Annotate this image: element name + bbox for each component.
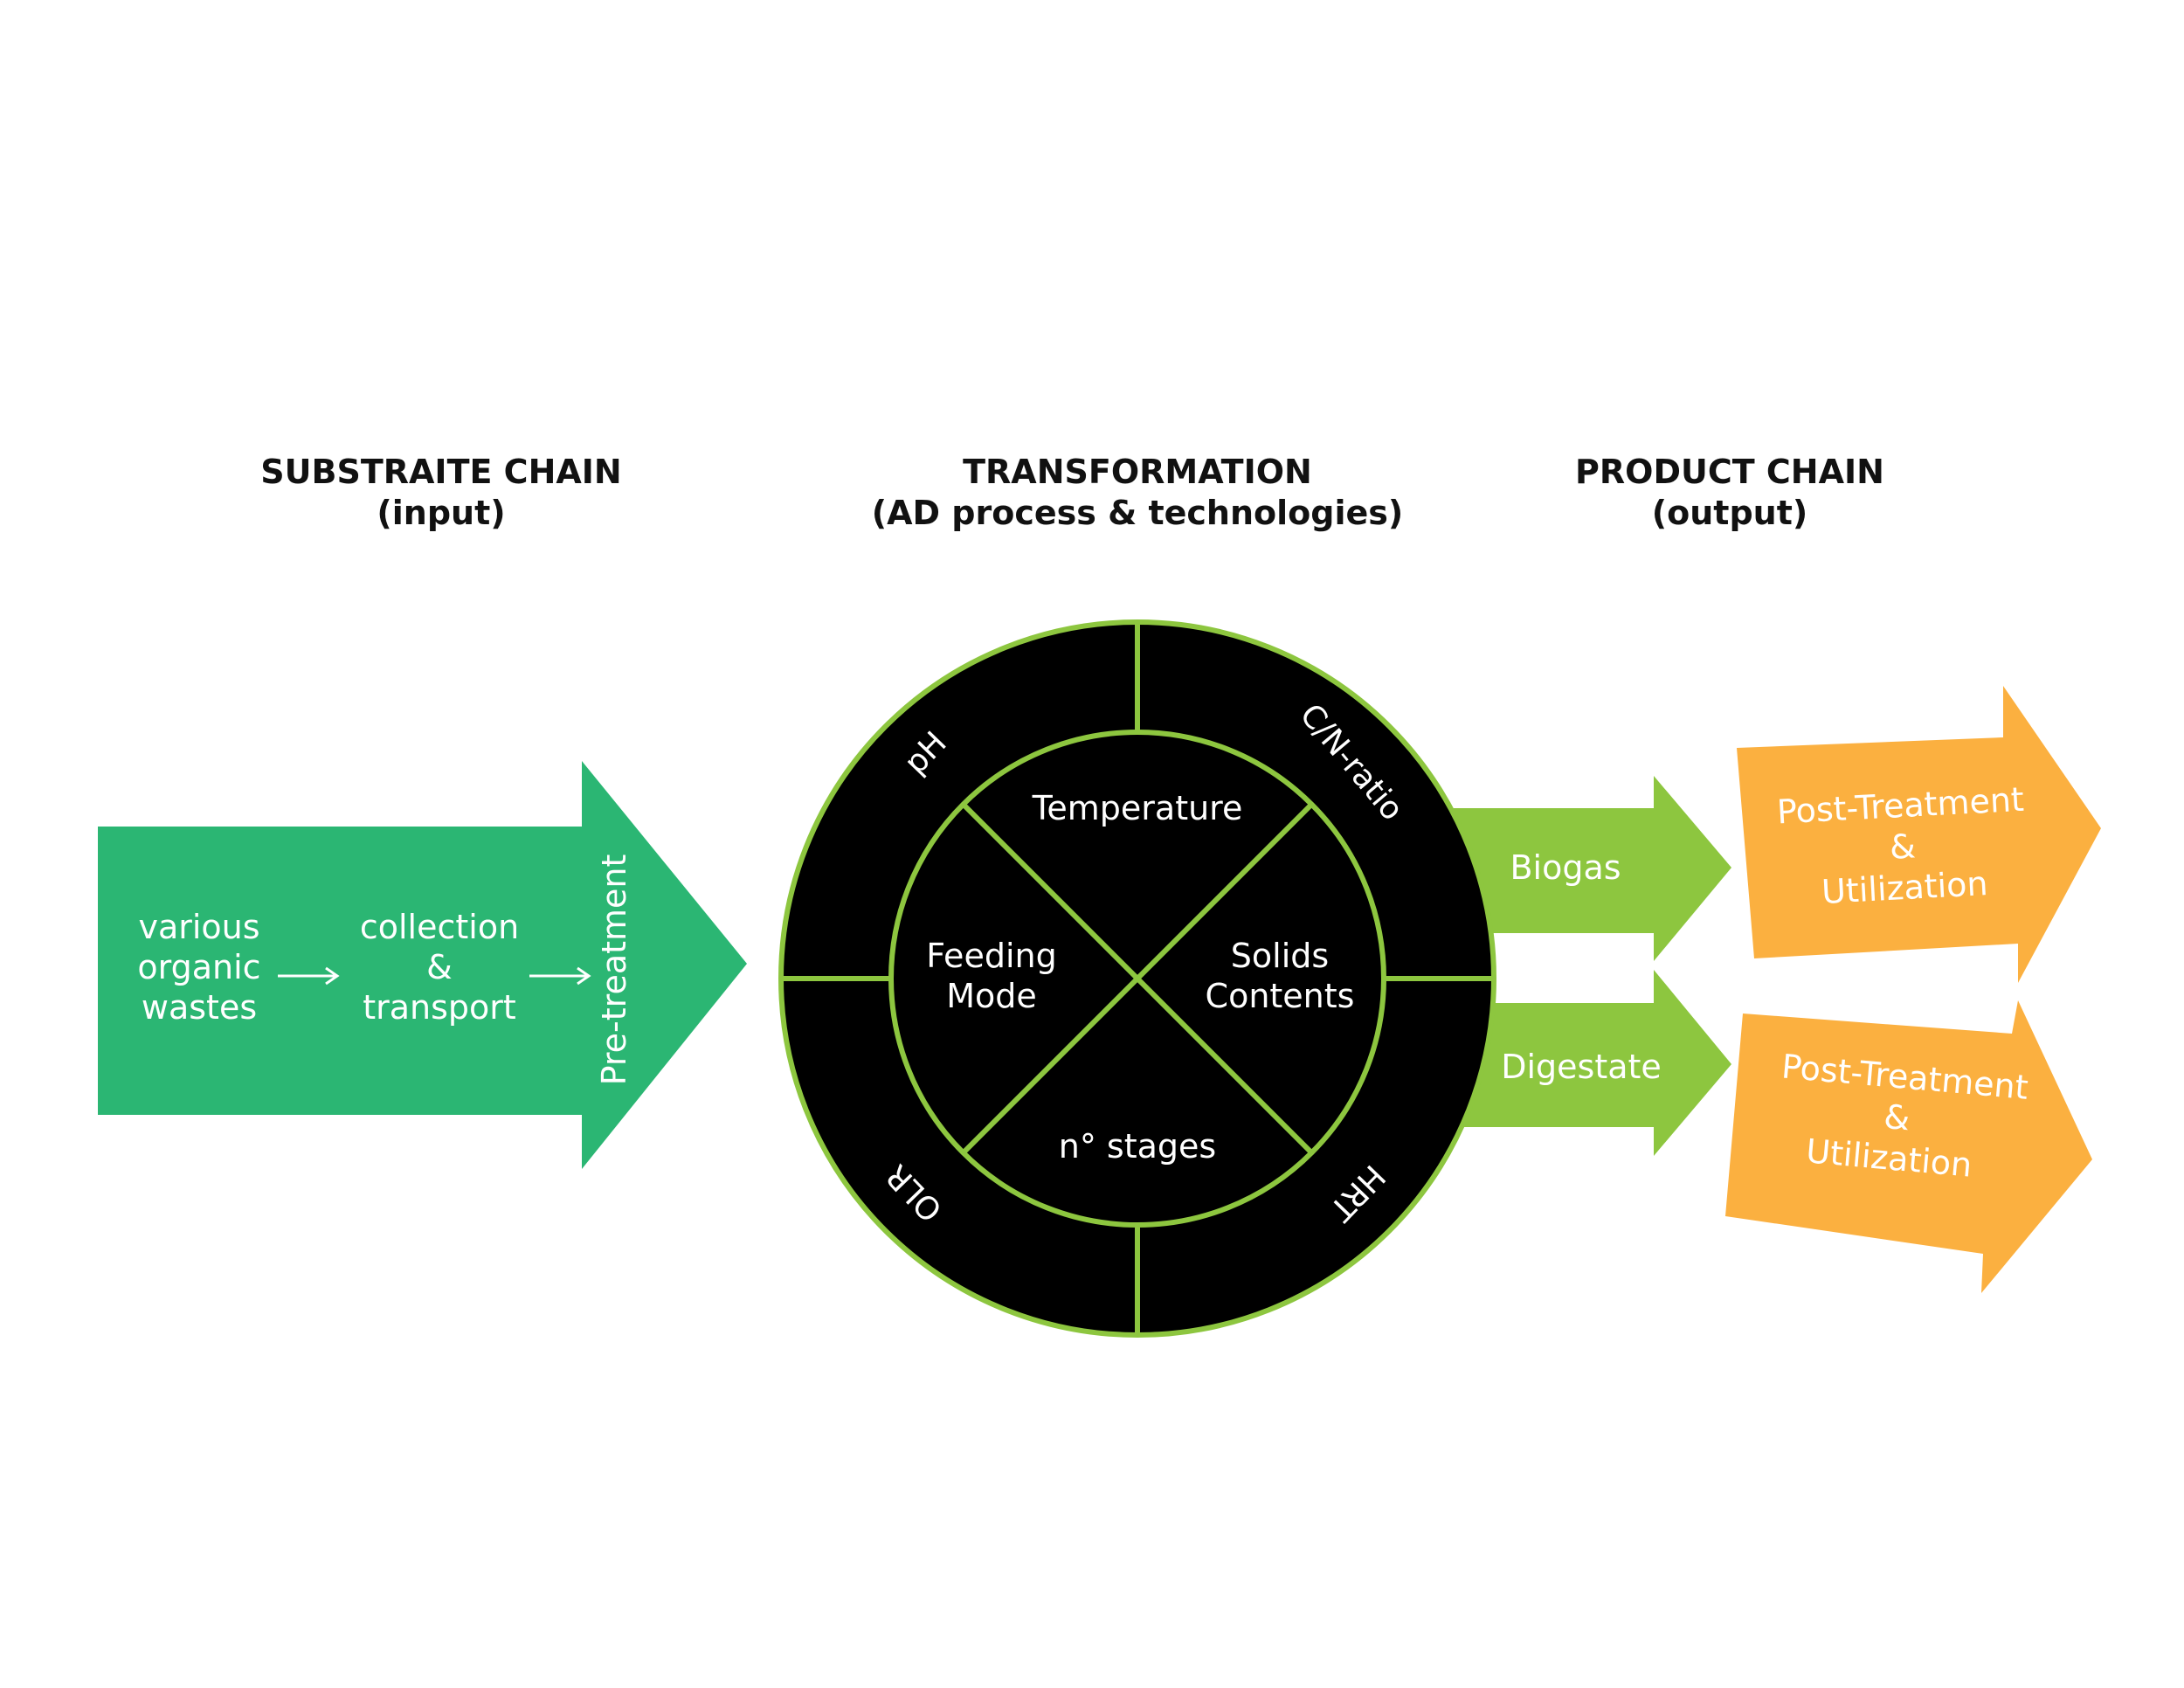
header-product: PRODUCT CHAIN (output) bbox=[1575, 453, 1884, 532]
wastes-line-1: various bbox=[138, 908, 259, 946]
header-substrate-title: SUBSTRAITE CHAIN bbox=[260, 453, 621, 491]
header-transformation-subtitle: (AD process & technologies) bbox=[872, 494, 1404, 532]
flow-arrow-2 bbox=[529, 966, 591, 986]
inner-label-solids-2: Contents bbox=[1206, 977, 1355, 1015]
digestate-label: Digestate bbox=[1501, 1048, 1662, 1086]
post-treatment-arrow-top bbox=[1737, 686, 2101, 983]
biogas-arrow bbox=[1433, 776, 1731, 961]
collection-label: collection & transport bbox=[360, 908, 519, 1027]
header-transformation: TRANSFORMATION (AD process & technologie… bbox=[872, 453, 1404, 532]
header-transformation-title: TRANSFORMATION bbox=[963, 453, 1312, 491]
post-bottom-line-2: & bbox=[1883, 1097, 1911, 1138]
header-product-title: PRODUCT CHAIN bbox=[1575, 453, 1884, 491]
header-substrate-subtitle: (input) bbox=[377, 494, 505, 532]
wastes-label: various organic wastes bbox=[137, 908, 260, 1027]
wastes-line-3: wastes bbox=[142, 988, 257, 1027]
inner-label-solids-1: Solids bbox=[1231, 937, 1329, 975]
digestate-arrow bbox=[1433, 970, 1731, 1156]
post-treatment-arrow-bottom bbox=[1725, 1000, 2092, 1293]
input-arrow bbox=[98, 761, 747, 1169]
post-top-line-2: & bbox=[1889, 827, 1917, 866]
wheel-dividers bbox=[781, 622, 1494, 1335]
header-product-subtitle: (output) bbox=[1652, 494, 1807, 532]
inner-label-feeding-2: Mode bbox=[946, 977, 1037, 1015]
collection-line-2: & bbox=[426, 948, 453, 986]
inner-label-temperature: Temperature bbox=[1032, 789, 1243, 827]
pretreatment-label: Pre-treatment bbox=[595, 854, 633, 1086]
ad-process-wheel: pH C/N-ratio OLR HRT Temperature Feeding… bbox=[778, 619, 1496, 1338]
post-top-line-3: Utilization bbox=[1821, 864, 1988, 911]
collection-line-3: transport bbox=[363, 988, 516, 1027]
wastes-line-2: organic bbox=[137, 948, 260, 986]
flow-arrow-1 bbox=[278, 966, 340, 986]
inner-label-stages: n° stages bbox=[1059, 1127, 1216, 1166]
inner-label-feeding-1: Feeding bbox=[926, 937, 1056, 975]
collection-line-1: collection bbox=[360, 908, 519, 946]
biogas-label: Biogas bbox=[1510, 848, 1621, 887]
header-substrate: SUBSTRAITE CHAIN (input) bbox=[260, 453, 621, 532]
